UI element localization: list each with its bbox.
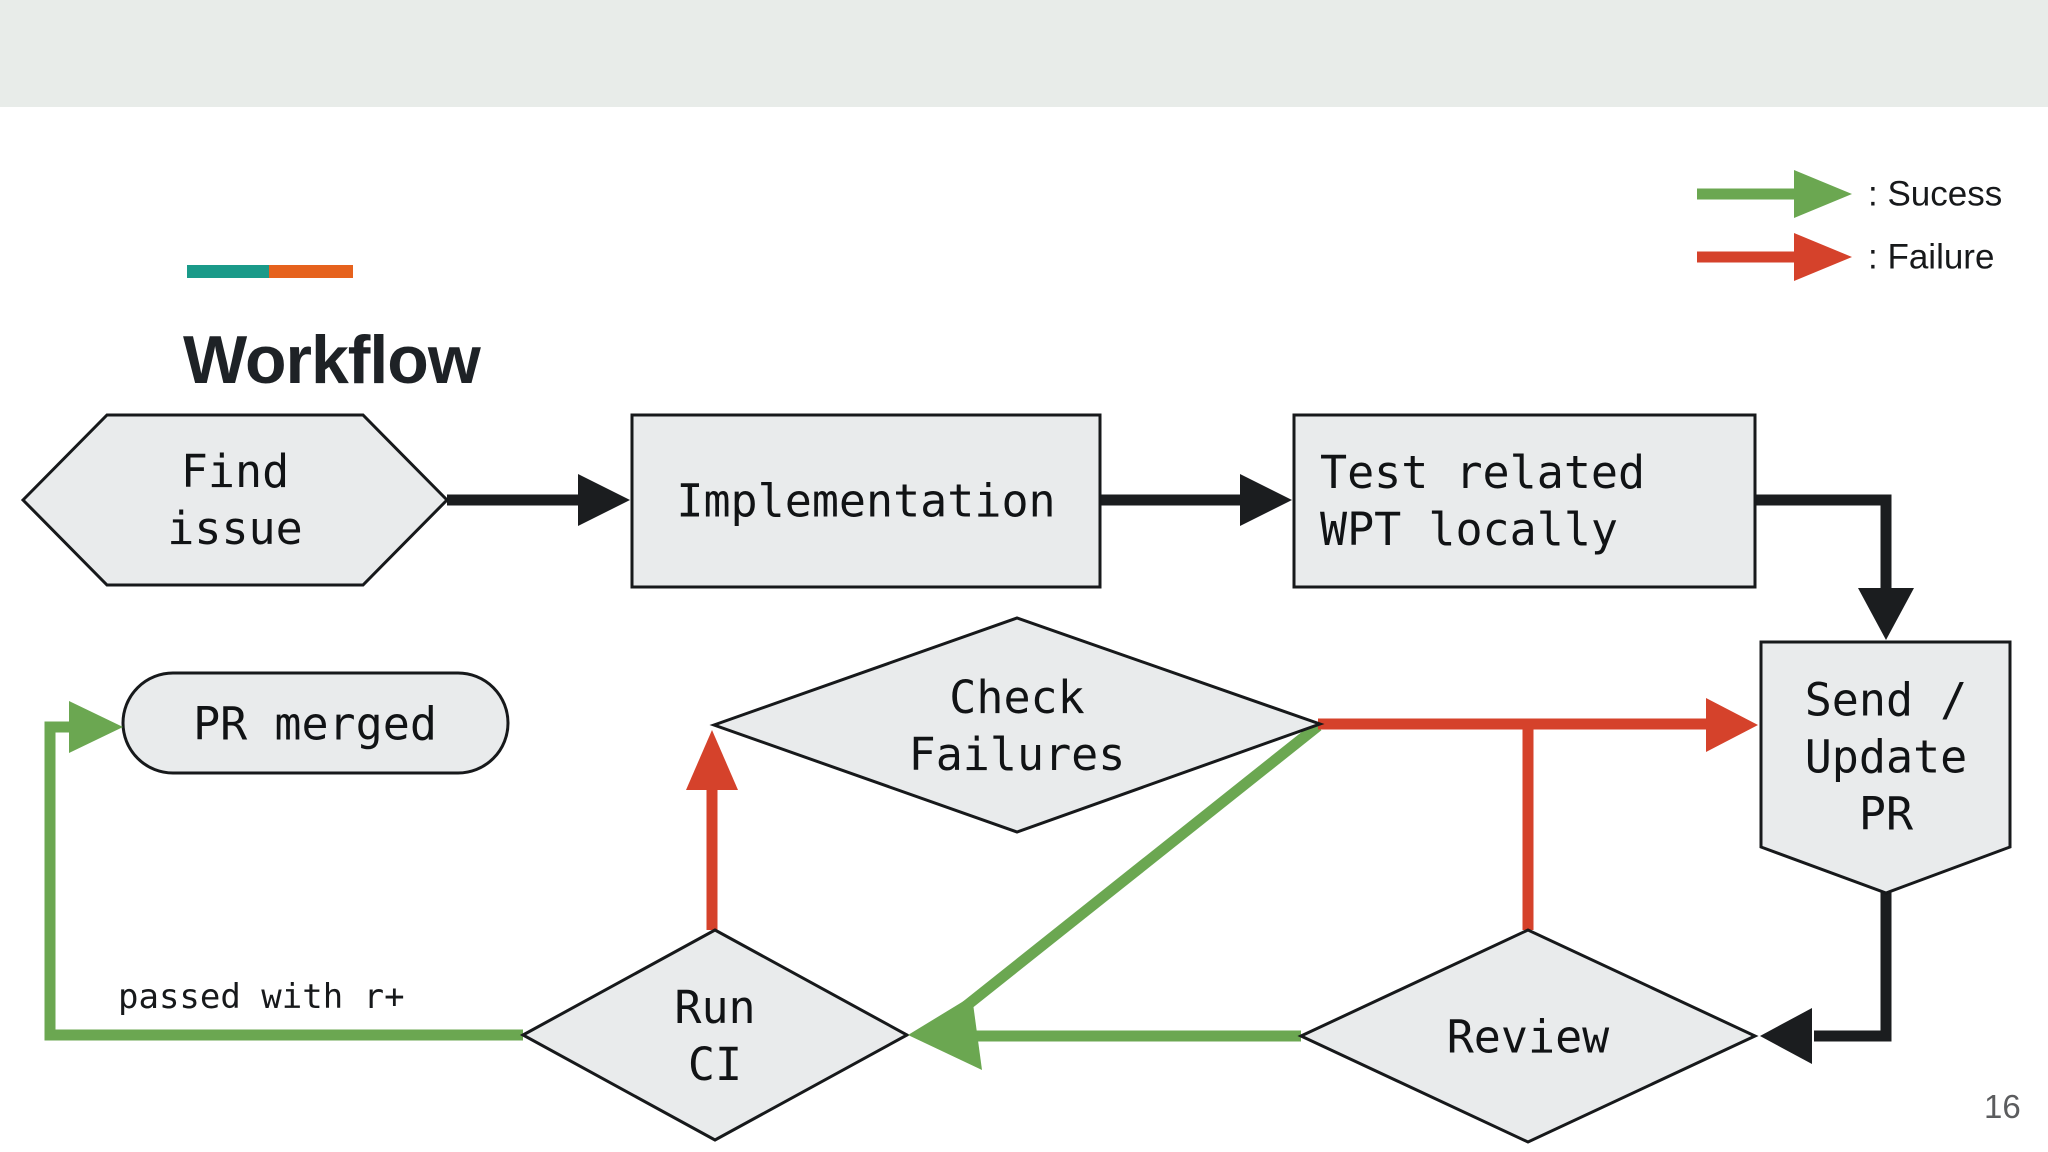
- passed-with-r-plus-label: passed with r+: [118, 977, 405, 1017]
- pr-merged-node: [121, 671, 510, 775]
- arrow-into-review-icon: [1760, 1008, 1812, 1064]
- implementation-label: Implementation: [676, 474, 1056, 528]
- arrow-into-test-wpt-icon: [1240, 474, 1292, 526]
- edge-test-wpt-to-send-update-pr: [1755, 494, 1892, 592]
- legend-success-arrow-icon: [1794, 170, 1852, 218]
- find-issue-label: Find issue: [167, 444, 303, 555]
- review-label: Review: [1446, 1010, 1610, 1064]
- page-number: 16: [1984, 1088, 2021, 1125]
- arrow-into-send-update-pr-icon: [1858, 588, 1914, 640]
- test-wpt-node: [1292, 413, 1757, 589]
- edge-send-update-pr-to-review: [1814, 891, 1892, 1042]
- top-header-bar: [0, 0, 2048, 107]
- review-node: [1297, 928, 1759, 1144]
- check-failures-node: [709, 616, 1325, 834]
- arrow-into-pr-merged-icon: [69, 701, 123, 753]
- send-update-pr-label: Send / Update PR: [1804, 673, 1968, 841]
- legend-failure-label: : Failure: [1868, 237, 1995, 277]
- arrow-failure-into-send-update-pr-icon: [1706, 698, 1758, 752]
- check-failures-label: Check Failures: [908, 670, 1126, 781]
- run-ci-label: Run CI: [674, 980, 756, 1091]
- edge-run-ci-to-pr-merged: [44, 721, 523, 1041]
- test-wpt-label: Test related WPT locally: [1320, 445, 1646, 556]
- arrow-into-check-failures-icon: [686, 730, 738, 790]
- page-title: Workflow: [183, 322, 481, 398]
- find-issue-node: [20, 413, 450, 587]
- legend-failure-arrow-icon: [1794, 233, 1852, 281]
- edge-check-failures-to-run-ci: [952, 721, 1322, 1019]
- accent-bar-teal: [187, 265, 269, 278]
- send-update-pr-node: [1759, 640, 2012, 895]
- run-ci-node: [519, 928, 911, 1142]
- arrow-into-run-ci-icon: [908, 996, 982, 1070]
- pr-merged-label: PR merged: [193, 697, 437, 751]
- arrow-into-implementation-icon: [578, 474, 630, 526]
- legend-success-label: : Sucess: [1868, 174, 2003, 214]
- accent-bar-orange: [269, 265, 353, 278]
- implementation-node: [630, 413, 1102, 589]
